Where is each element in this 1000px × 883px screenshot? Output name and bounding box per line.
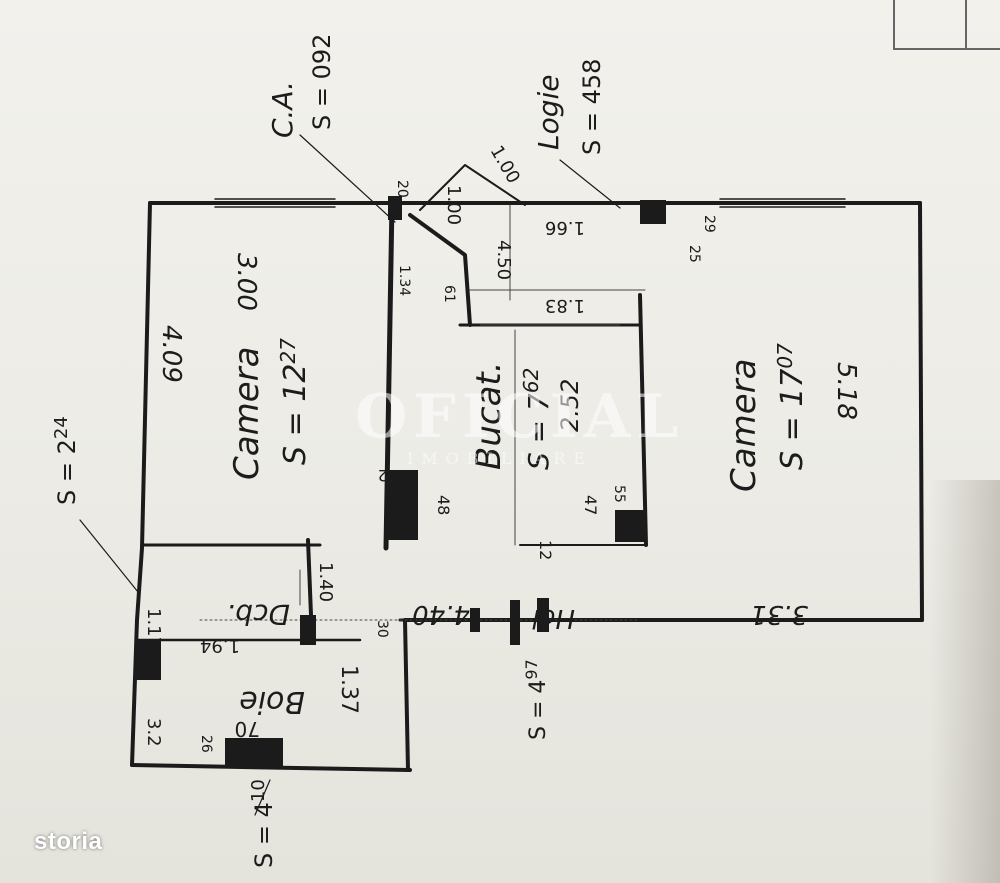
wall-logie-diag [419, 164, 526, 211]
room-boie-extra: 3.2 [143, 718, 164, 747]
wall-ca-diagonal [408, 213, 472, 327]
leader-s-left [79, 519, 139, 593]
room-camera1-name: Camera [227, 347, 267, 480]
room-kitchen-area: S = 762 [519, 368, 555, 470]
label-s-bottom: S = 410 [248, 779, 278, 868]
column-dcb [300, 615, 316, 645]
room-camera2-area: S = 1707 [773, 343, 810, 470]
room-camera2-name: Camera [724, 359, 764, 492]
room-hall-name: Hol [532, 603, 575, 633]
dim-29: 29 [701, 215, 717, 233]
dim-25: 25 [686, 245, 702, 263]
column-logie [640, 200, 666, 224]
dim-55: 55 [611, 485, 627, 503]
dim-134: 1.34 [396, 265, 412, 296]
room-camera1-length: 4.09 [156, 325, 186, 383]
wall-camera1-right [383, 200, 395, 551]
column-hall-c [537, 598, 549, 632]
wall-kitchen-right [638, 293, 648, 547]
room-boie-width: 70 [235, 717, 260, 741]
dim-183: 1.83 [545, 295, 585, 316]
wall-boie-right [403, 618, 410, 772]
dim-26: 26 [198, 735, 214, 753]
label-s-left: S = 224 [51, 416, 81, 505]
room-boie-length: 1.37 [336, 665, 361, 714]
dim-48: 48 [434, 495, 453, 515]
column-top-mid [388, 196, 402, 220]
column-hall-b [510, 600, 520, 645]
room-camera2-length: 5.18 [831, 362, 861, 420]
room-dcb-length: 1.94 [200, 635, 240, 656]
wall-outer-left [130, 201, 152, 767]
label-logie-area: S = 458 [578, 59, 606, 155]
room-camera1-area: S = 1227 [276, 338, 313, 465]
dim-82: 82 [378, 466, 398, 485]
window-top-left [214, 198, 336, 208]
dim-61: 61 [441, 285, 457, 303]
room-dcb-width: 1.17 [143, 608, 164, 648]
column-boie-left [135, 640, 161, 680]
column-boie-bottom [225, 738, 283, 768]
dim-100b: 1.00 [486, 142, 524, 187]
leader-logie [559, 159, 621, 209]
room-camera2-width: 3.31 [750, 599, 808, 629]
column-kitchen-left [388, 470, 418, 540]
wall-outer-right [918, 201, 924, 622]
leader-ca [299, 134, 396, 223]
corner-table-fragment [893, 0, 1000, 50]
column-hall-a [470, 608, 480, 632]
label-logie: Logie [532, 74, 565, 150]
brand-logo-storia: storia [34, 828, 103, 855]
room-kitchen-width: 2.52 [556, 379, 584, 432]
dim-450: 4.50 [493, 240, 514, 280]
room-kitchen-name: Bucat. [469, 361, 509, 470]
room-boie-name: Boie [239, 684, 305, 719]
dim-166: 1.66 [545, 217, 585, 238]
dim-30: 30 [374, 620, 390, 638]
room-camera1-width: 3.00 [231, 253, 261, 311]
dim-47: 47 [581, 495, 600, 515]
dim-100a: 1.00 [443, 185, 464, 225]
dim-20: 20 [394, 180, 410, 198]
room-dcb-name: Dcb. [226, 598, 290, 631]
dim-12: 12 [536, 540, 555, 560]
room-hall-length: 4.40 [412, 599, 470, 629]
window-top-right [719, 198, 846, 208]
label-ca: C.A. [266, 81, 299, 138]
column-kitchen-right [615, 510, 645, 542]
label-s-mid: S = 497 [522, 659, 551, 740]
paper-fold-shadow [930, 480, 1000, 883]
label-ca-area: S = 092 [308, 34, 336, 130]
room-dcb-extra: 1.40 [315, 562, 336, 602]
leader-s-bottom [254, 779, 271, 816]
